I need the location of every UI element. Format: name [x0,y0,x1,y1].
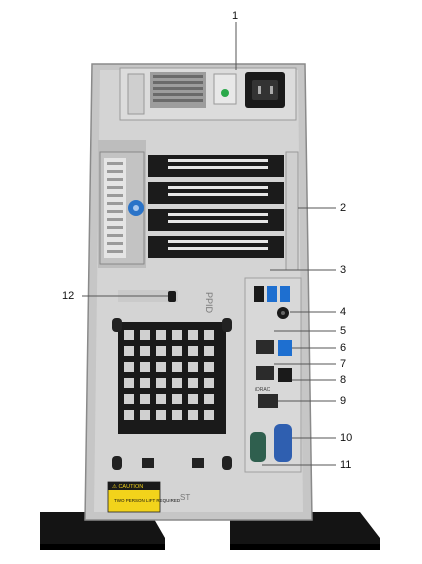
callout-lines [82,22,336,466]
caution-title: ⚠ CAUTION [112,483,143,490]
chassis-feet [40,512,380,550]
callout-11: 11 [340,459,352,471]
psu-status-led-icon [221,89,229,97]
pcie-slot-covers [148,155,284,258]
callout-6: 6 [340,342,347,354]
usb-port-icon [254,286,264,302]
rear-io-panel [244,277,302,473]
usb3-port-icon [280,286,290,302]
callout-2: 2 [340,202,347,214]
pcie-expansion-slots [99,151,299,271]
callout-10: 10 [340,432,353,444]
idrac-port-icon [258,394,278,408]
system-fan-grille [112,318,232,470]
callout-3: 3 [340,264,347,276]
caution-label [107,481,161,513]
caution-body: TWO PERSON LIFT REQUIRED [114,498,181,503]
power-supply-unit [119,67,297,121]
ppid-label: PPID [204,292,214,314]
usb-port-icon [278,368,292,382]
ethernet-port-icon [256,340,274,354]
vga-port-icon [274,424,292,462]
usb3-port-icon [278,340,292,356]
callout-7: 7 [340,358,347,370]
idrac-label: iDRAC [255,387,271,393]
service-tag-label: ST [180,493,190,502]
serial-port-icon [250,432,266,462]
callout-12: 12 [62,290,75,302]
usb3-port-icon [267,286,277,302]
callout-1: 1 [232,10,239,22]
callout-5: 5 [340,325,347,337]
callout-8: 8 [340,374,347,386]
ethernet-port-icon [256,366,274,380]
callout-4: 4 [340,306,347,318]
callout-9: 9 [340,395,347,407]
